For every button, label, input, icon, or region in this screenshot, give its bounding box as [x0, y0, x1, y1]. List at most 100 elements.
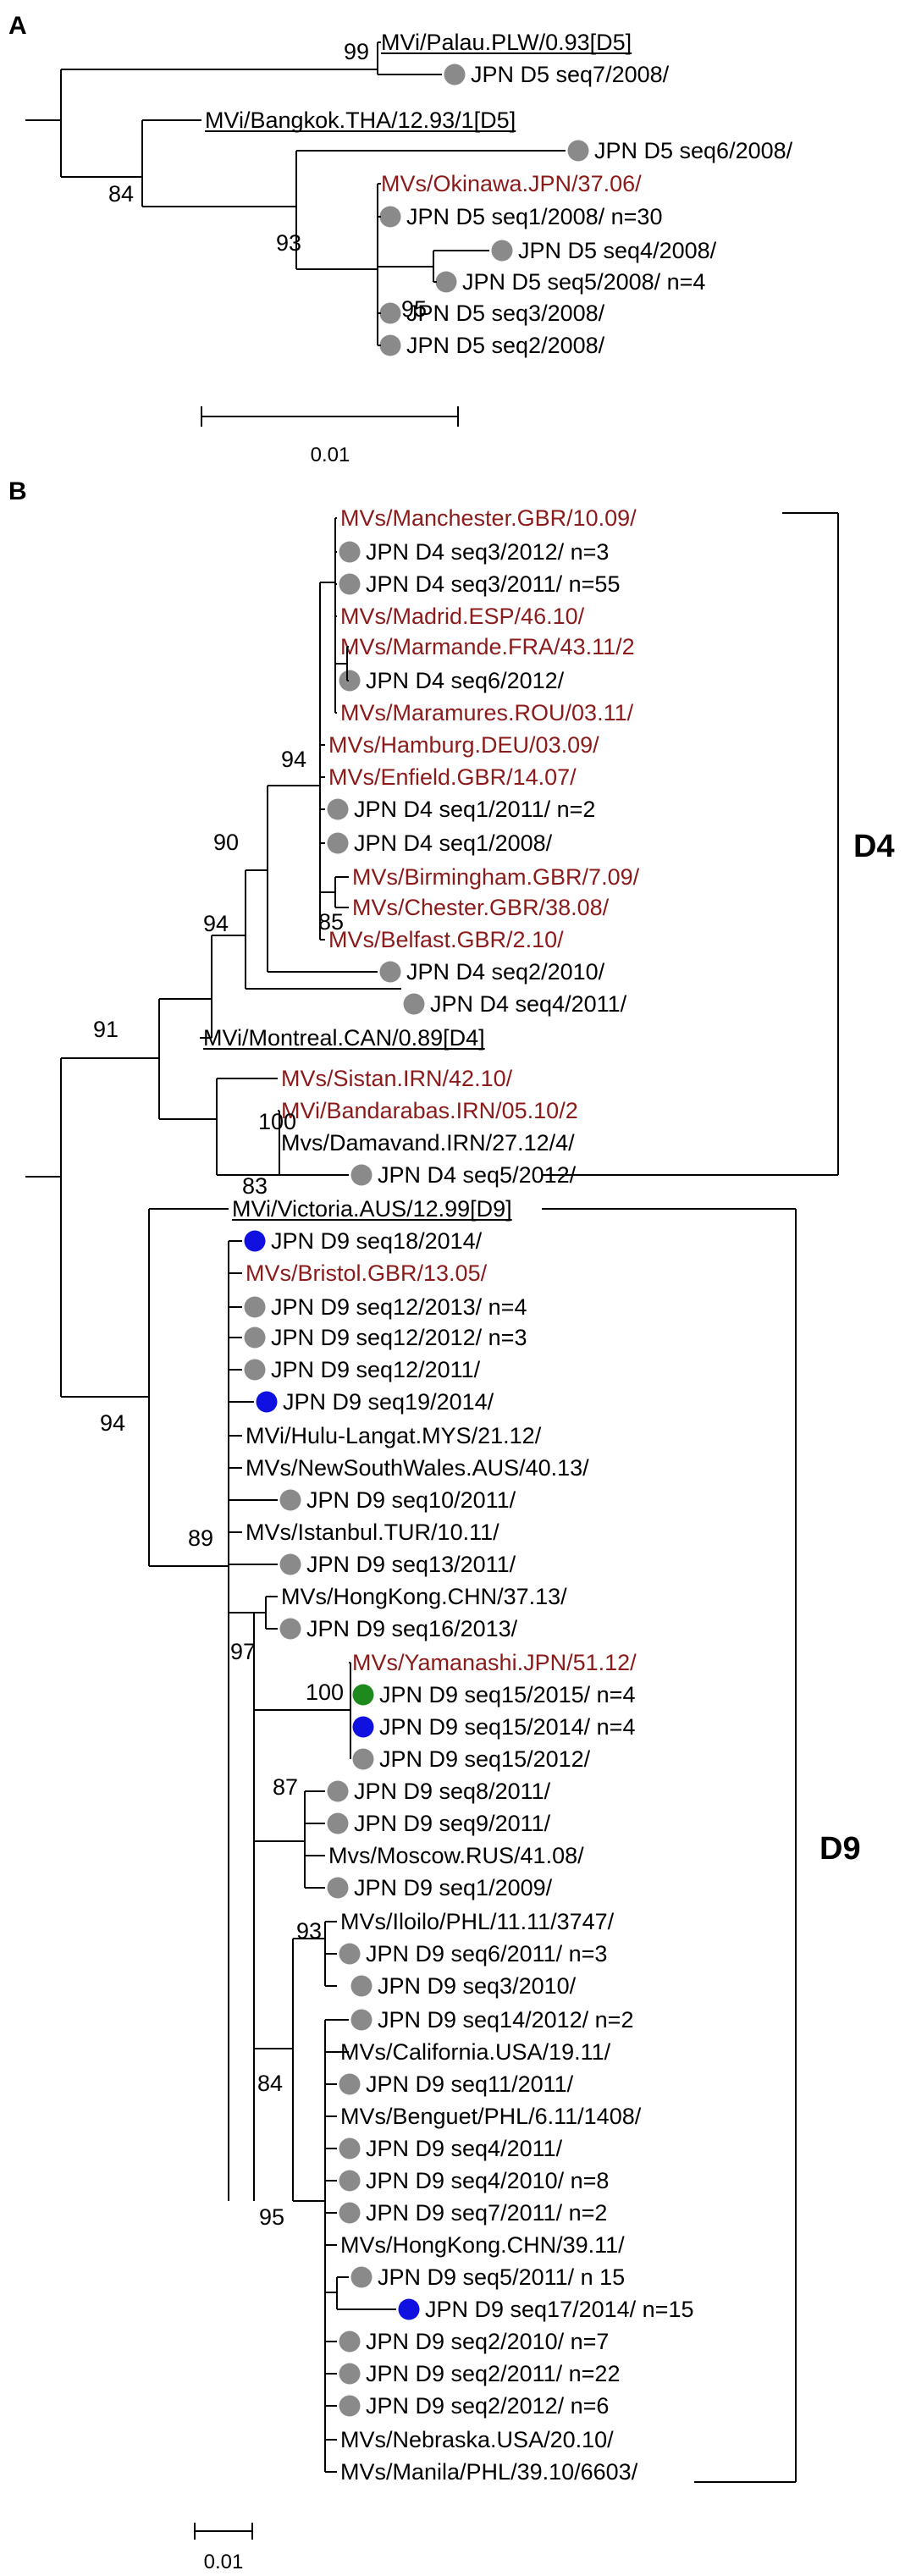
bootstrap-value: 89 — [188, 1525, 213, 1551]
sample-marker-gray — [244, 1296, 266, 1318]
sample-marker-gray — [350, 2009, 372, 2031]
sequence-label: MVs/Benguet/PHL/6.11/1408/ — [340, 2104, 642, 2129]
bootstrap-value: 94 — [203, 911, 229, 936]
who-reference-label: MVi/Bangkok.THA/12.93/1[D5] — [205, 108, 516, 133]
sample-marker-gray — [350, 2266, 372, 2288]
sequence-label: JPN D9 seq4/2011/ — [366, 2136, 563, 2161]
who-reference-label: MVi/Montreal.CAN/0.89[D4] — [203, 1025, 485, 1051]
sample-marker-blue — [352, 1716, 374, 1738]
sample-marker-blue — [256, 1391, 278, 1413]
sample-marker-gray — [339, 2395, 361, 2417]
sequence-label: JPN D9 seq6/2011/ n=3 — [366, 1941, 607, 1966]
sequence-label: JPN D4 seq3/2011/ n=55 — [366, 571, 620, 597]
sample-marker-gray — [352, 1748, 374, 1770]
reference-strain-label: MVs/Manchester.GBR/10.09/ — [340, 505, 637, 531]
sequence-label: JPN D9 seq7/2011/ n=2 — [366, 2200, 607, 2226]
sequence-label: MVs/California.USA/19.11/ — [340, 2039, 611, 2065]
who-reference-label: MVi/Victoria.AUS/12.99[D9] — [232, 1196, 512, 1222]
sequence-label: JPN D4 seq3/2012/ n=3 — [366, 539, 609, 565]
bootstrap-value: 91 — [93, 1017, 119, 1042]
reference-strain-label: MVs/Sistan.IRN/42.10/ — [281, 1066, 513, 1091]
sequence-label: JPN D9 seq17/2014/ n=15 — [425, 2297, 693, 2322]
sequence-label: JPN D9 seq11/2011/ — [366, 2071, 574, 2097]
sequence-label: JPN D9 seq12/2012/ n=3 — [271, 1325, 527, 1350]
sequence-label: JPN D9 seq3/2010/ — [378, 1973, 577, 1999]
sample-marker-gray — [444, 63, 466, 85]
sequence-label: MVs/Nebraska.USA/20.10/ — [340, 2427, 614, 2452]
sequence-label: MVs/HongKong.CHN/39.11/ — [340, 2232, 625, 2258]
reference-strain-label: MVs/Marmande.FRA/43.11/2 — [340, 634, 635, 659]
bootstrap-value: 83 — [242, 1173, 268, 1199]
sample-marker-gray — [339, 2170, 361, 2192]
bootstrap-value: 94 — [281, 747, 306, 772]
sample-marker-gray — [435, 271, 457, 293]
bootstrap-value: 87 — [273, 1774, 298, 1800]
sequence-label: JPN D5 seq6/2008/ — [594, 138, 793, 163]
panel-b-label: B — [8, 477, 27, 505]
sample-marker-gray — [339, 2363, 361, 2385]
bootstrap-value: 93 — [296, 1918, 322, 1944]
reference-strain-label: MVs/Okinawa.JPN/37.06/ — [381, 171, 642, 196]
sequence-label: JPN D9 seq12/2013/ n=4 — [271, 1294, 527, 1320]
scale-label: 0.01 — [311, 444, 350, 466]
sample-marker-gray — [379, 206, 401, 228]
reference-strain-label: MVs/Belfast.GBR/2.10/ — [328, 927, 564, 952]
sequence-label: JPN D9 seq2/2012/ n=6 — [366, 2393, 609, 2419]
bootstrap-value: 93 — [276, 230, 301, 256]
sample-marker-gray — [379, 302, 401, 324]
sequence-label: Mvs/Moscow.RUS/41.08/ — [328, 1843, 584, 1868]
sequence-label: JPN D9 seq9/2011/ — [354, 1811, 551, 1836]
sequence-label: JPN D5 seq4/2008/ — [518, 238, 717, 263]
sequence-label: JPN D9 seq2/2010/ n=7 — [366, 2329, 609, 2354]
reference-strain-label: MVs/Hamburg.DEU/03.09/ — [328, 732, 599, 758]
sample-marker-blue — [244, 1230, 266, 1252]
sequence-label: JPN D9 seq8/2011/ — [354, 1779, 551, 1804]
sample-marker-gray — [327, 832, 349, 854]
sample-marker-gray — [491, 240, 513, 262]
sample-marker-gray — [279, 1489, 301, 1511]
bootstrap-value: 95 — [259, 2204, 284, 2230]
sequence-label: JPN D4 seq1/2008/ — [354, 830, 553, 856]
sequence-label: JPN D5 seq5/2008/ n=4 — [462, 269, 705, 295]
sequence-label: MVs/HongKong.CHN/37.13/ — [281, 1584, 567, 1609]
reference-strain-label: MVs/Maramures.ROU/03.11/ — [340, 700, 634, 725]
sample-marker-gray — [327, 1780, 349, 1802]
sequence-label: JPN D9 seq18/2014/ — [271, 1228, 483, 1254]
sample-marker-gray — [350, 1164, 372, 1186]
sample-marker-gray — [339, 2202, 361, 2224]
who-reference-label: MVi/Palau.PLW/0.93[D5] — [381, 30, 632, 55]
sample-marker-blue — [398, 2298, 420, 2320]
reference-strain-label: MVi/Bandarabas.IRN/05.10/2 — [281, 1098, 578, 1123]
clade-label-d9: D9 — [819, 1831, 861, 1867]
sample-marker-gray — [339, 2137, 361, 2160]
sample-marker-green — [352, 1684, 374, 1706]
reference-strain-label: MVs/Enfield.GBR/14.07/ — [328, 764, 577, 790]
bootstrap-value: 84 — [257, 2071, 283, 2096]
sequence-label: JPN D9 seq13/2011/ — [306, 1552, 516, 1577]
sequence-label: JPN D9 seq15/2015/ n=4 — [379, 1682, 635, 1707]
sample-marker-gray — [339, 2073, 361, 2095]
panel-a-label: A — [8, 12, 27, 40]
bootstrap-value: 99 — [344, 39, 369, 64]
reference-strain-label: MVs/Chester.GBR/38.08/ — [352, 895, 610, 920]
sequence-label: JPN D9 seq10/2011/ — [306, 1487, 516, 1513]
sequence-label: JPN D5 seq2/2008/ — [406, 333, 605, 358]
sample-marker-gray — [327, 1812, 349, 1834]
sequence-label: JPN D4 seq1/2011/ n=2 — [354, 797, 595, 822]
panel-a-tree: A MVi/Palau.PLW/0.93[D5]JPN D5 seq7/2008… — [8, 12, 793, 466]
sequence-label: JPN D9 seq19/2014/ — [283, 1389, 494, 1415]
sample-marker-gray — [244, 1327, 266, 1349]
sample-marker-gray — [339, 2331, 361, 2353]
sample-marker-gray — [339, 573, 361, 595]
reference-strain-label: MVs/Bristol.GBR/13.05/ — [246, 1260, 488, 1286]
sequence-label: JPN D9 seq14/2012/ n=2 — [378, 2007, 633, 2033]
bootstrap-value: 85 — [318, 909, 344, 935]
sample-marker-gray — [403, 993, 425, 1015]
bootstrap-value: 94 — [100, 1410, 125, 1436]
sample-marker-gray — [279, 1618, 301, 1640]
sample-marker-gray — [327, 1877, 349, 1899]
sequence-label: JPN D9 seq16/2013/ — [306, 1616, 518, 1641]
sample-marker-gray — [339, 1943, 361, 1965]
sample-marker-gray — [350, 1975, 372, 1997]
